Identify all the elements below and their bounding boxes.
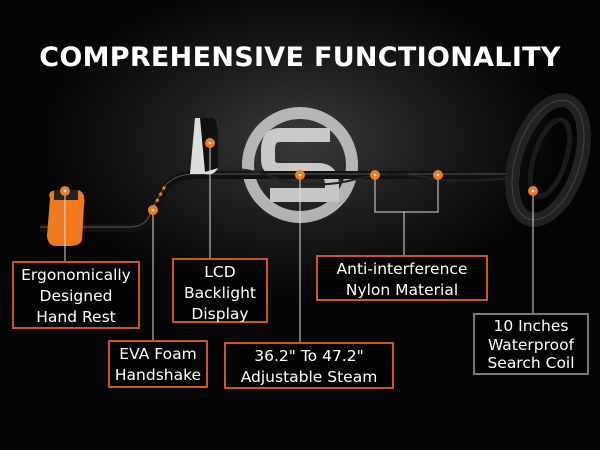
label-line: Backlight <box>184 284 256 302</box>
label-line: Display <box>191 305 249 323</box>
label-stem: 36.2" To 47.2" Adjustable Steam <box>224 342 394 389</box>
label-display: LCD Backlight Display <box>172 258 268 323</box>
label-line: Adjustable Steam <box>240 368 378 386</box>
label-coil: 10 Inches Waterproof Search Coil <box>473 313 589 375</box>
label-handshake: EVA Foam Handshake <box>108 340 208 388</box>
label-line: LCD <box>204 263 236 281</box>
label-line: EVA Foam <box>119 345 197 363</box>
hand-rest <box>47 190 85 246</box>
label-line: Search Coil <box>487 354 575 372</box>
page-title: COMPREHENSIVE FUNCTIONALITY <box>39 42 561 73</box>
label-line: Anti-interference <box>336 260 468 278</box>
label-line: Handshake <box>114 366 202 384</box>
label-line: 10 Inches <box>493 317 569 335</box>
search-coil <box>505 93 591 227</box>
label-line: Waterproof <box>487 335 575 354</box>
label-line: Hand Rest <box>36 308 116 326</box>
label-line: Nylon Material <box>345 281 459 299</box>
label-line: Designed <box>39 287 113 305</box>
label-nylon: Anti-interference Nylon Material <box>316 255 488 301</box>
label-hand-rest: Ergonomically Designed Hand Rest <box>12 261 140 329</box>
label-line: Ergonomically <box>21 266 131 284</box>
label-line: 36.2" To 47.2" <box>254 347 364 365</box>
